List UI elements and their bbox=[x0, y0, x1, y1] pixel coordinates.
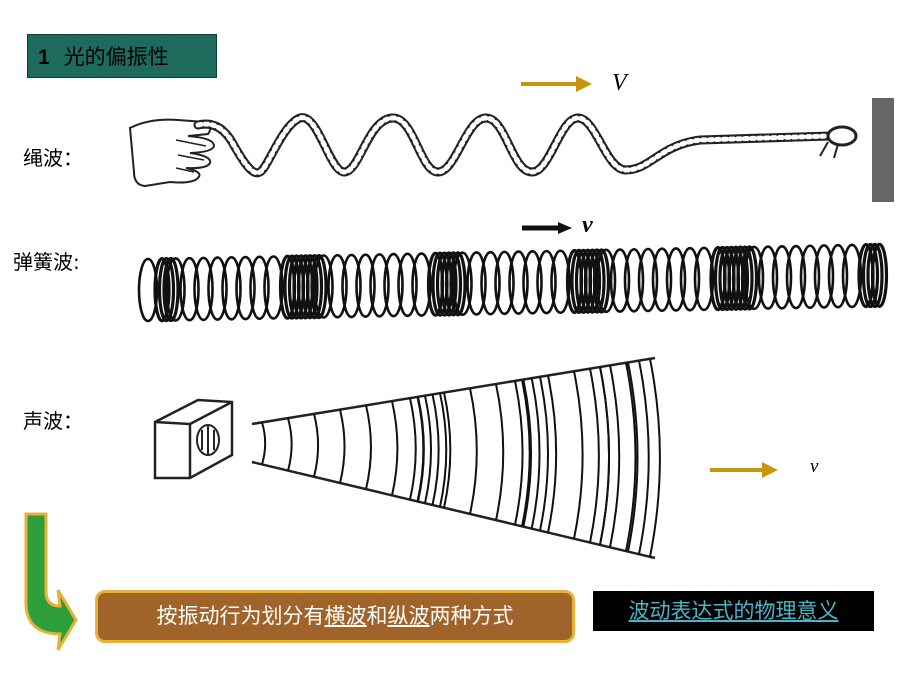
title-number: 1 bbox=[38, 46, 50, 69]
summary-transverse: 横波 bbox=[324, 604, 367, 628]
sound-wave-label: 声波： bbox=[23, 409, 83, 433]
spring-velocity-arrow bbox=[522, 222, 572, 234]
summary-text-middle: 和 bbox=[366, 604, 388, 628]
title-text: 光的偏振性 bbox=[63, 45, 169, 69]
summary-box: 按振动行为划分有横波和纵波两种方式 bbox=[95, 590, 575, 643]
link-box: 波动表达式的物理意义 bbox=[593, 591, 874, 631]
rope-knot bbox=[826, 125, 858, 147]
rope-velocity-arrow bbox=[576, 76, 592, 92]
rope-velocity-label: V bbox=[612, 70, 627, 96]
summary-text-start: 按振动行为划分有 bbox=[156, 604, 325, 628]
spring-wave-label: 弹簧波: bbox=[13, 250, 80, 274]
summary-longitudinal: 纵波 bbox=[387, 604, 430, 628]
rope-wave-illustration bbox=[128, 76, 894, 202]
spring-wave-illustration bbox=[137, 242, 889, 323]
hand-drawing bbox=[128, 118, 216, 188]
rope-wave-label: 绳波： bbox=[23, 146, 83, 170]
slide-title: 1 光的偏振性 bbox=[27, 34, 217, 78]
curved-arrow bbox=[24, 512, 78, 651]
wave-expression-link[interactable]: 波动表达式的物理意义 bbox=[628, 599, 839, 623]
sound-velocity-label: v bbox=[810, 456, 819, 477]
wall bbox=[872, 98, 894, 202]
spring-velocity-label: v bbox=[582, 212, 593, 238]
sound-wave-illustration bbox=[153, 356, 778, 560]
sound-velocity-arrow bbox=[762, 462, 778, 478]
summary-text-end: 两种方式 bbox=[429, 604, 514, 628]
sound-cone bbox=[251, 356, 656, 560]
